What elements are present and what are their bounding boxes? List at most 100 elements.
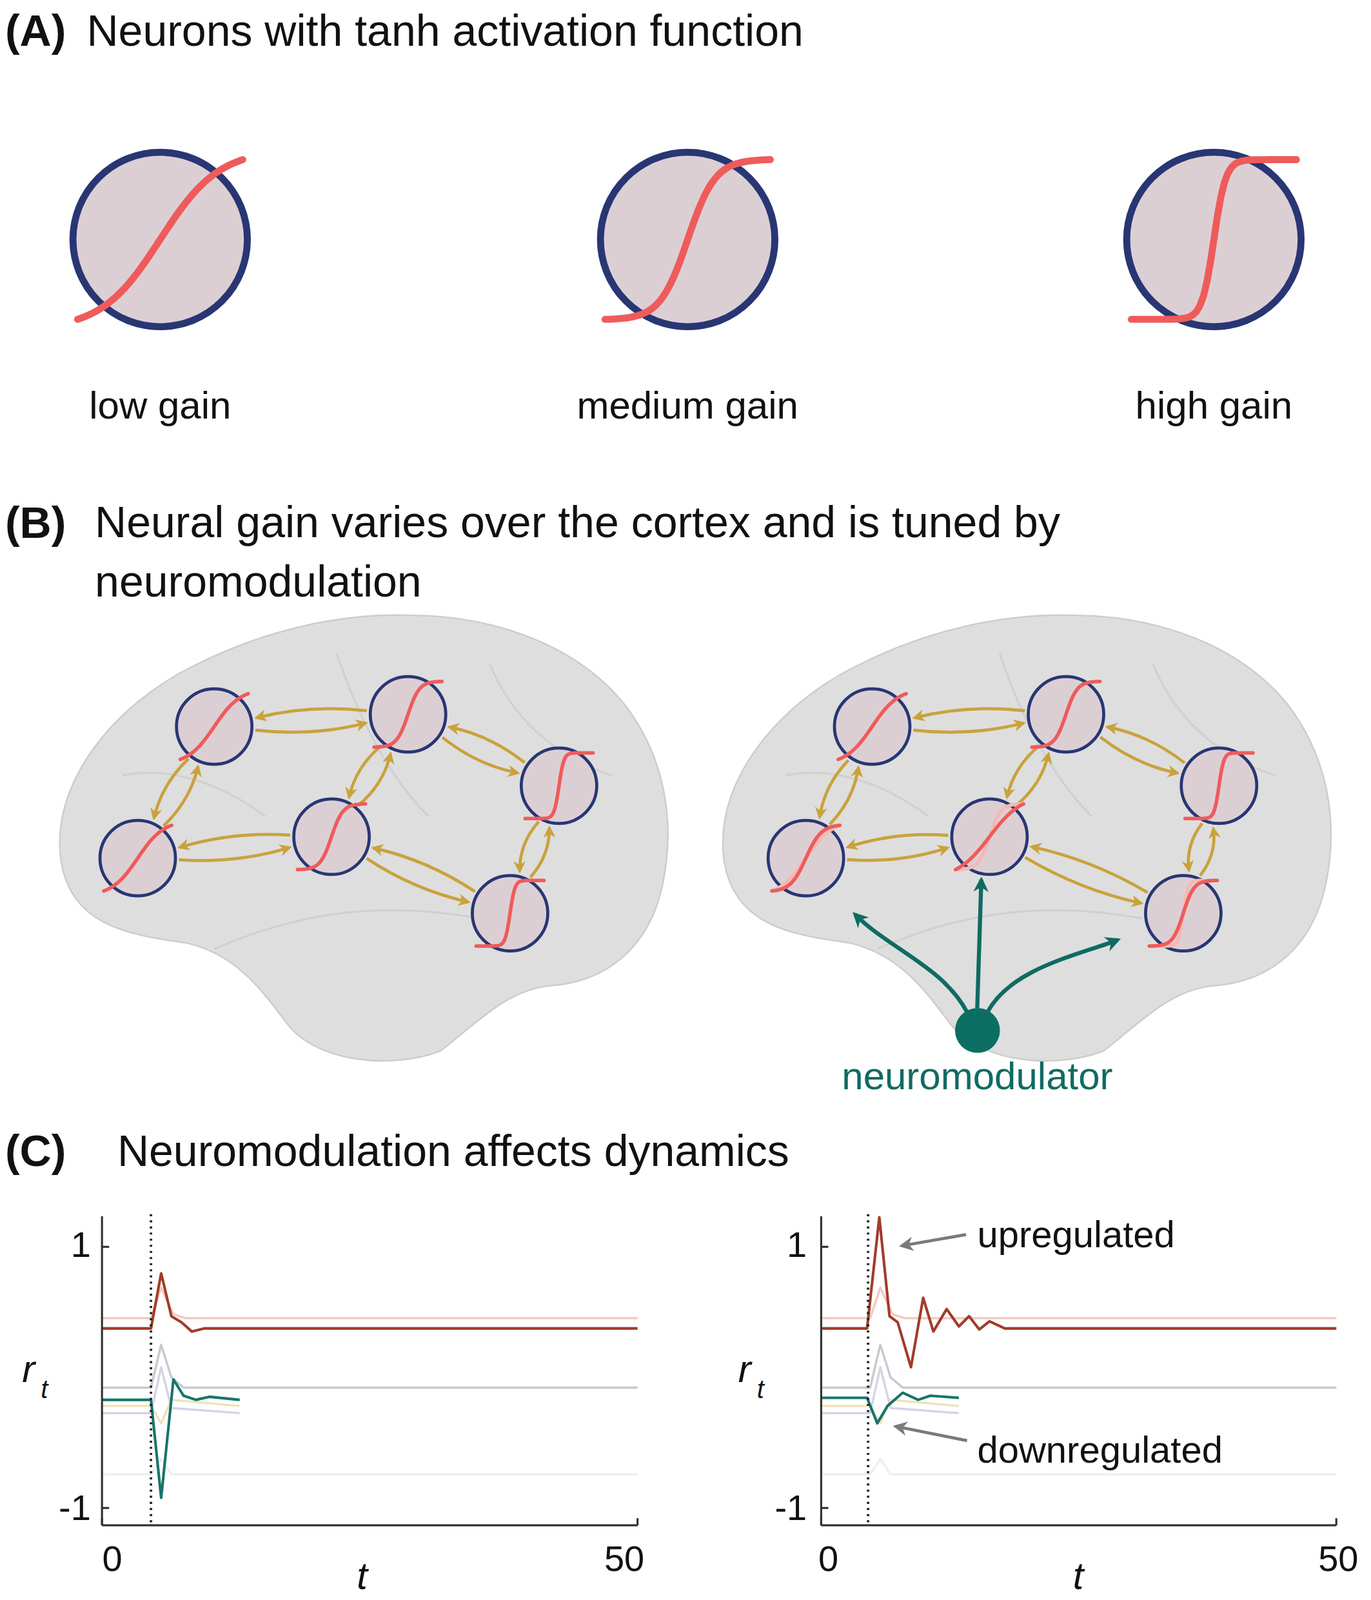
chart-axes bbox=[101, 1216, 638, 1526]
y-tick bbox=[101, 1245, 109, 1248]
axis-title: t bbox=[356, 1554, 368, 1598]
neuron-circle bbox=[1126, 152, 1301, 327]
trace-red bbox=[101, 1272, 638, 1332]
axis-subscript: t bbox=[757, 1374, 765, 1404]
coupling-arrow bbox=[178, 847, 290, 861]
axis-tick-label: 50 bbox=[1318, 1538, 1359, 1579]
coupling-arrow bbox=[1100, 737, 1178, 774]
x-tick bbox=[636, 1518, 639, 1526]
panel-letter: (A) bbox=[5, 6, 66, 55]
coupling-arrow bbox=[1007, 745, 1040, 798]
axis-tick-label: 1 bbox=[786, 1224, 807, 1265]
axis-tick-label: 0 bbox=[818, 1538, 839, 1579]
trace-teal bbox=[820, 1392, 959, 1424]
y-axis bbox=[101, 1216, 104, 1526]
x-tick bbox=[101, 1518, 104, 1526]
coupling-arrow bbox=[154, 759, 189, 819]
axis-tick-label: -1 bbox=[774, 1487, 807, 1528]
y-axis bbox=[820, 1216, 823, 1526]
coupling-arrow bbox=[255, 722, 366, 732]
neuron-circle bbox=[370, 676, 446, 752]
coupling-arrow bbox=[358, 753, 391, 806]
x-axis bbox=[101, 1524, 638, 1527]
coupling-arrow bbox=[530, 828, 549, 878]
neuron-circle bbox=[768, 820, 844, 896]
neuron-shape bbox=[1122, 147, 1306, 332]
activation-curve bbox=[297, 804, 365, 870]
y-tick bbox=[820, 1507, 829, 1510]
annotation: upregulated bbox=[976, 1213, 1175, 1255]
coupling-arrow bbox=[913, 722, 1024, 732]
activation-curve bbox=[771, 825, 840, 892]
axis-title: r bbox=[738, 1347, 752, 1391]
activation-curve bbox=[955, 804, 1024, 870]
coupling-arrow bbox=[256, 708, 367, 718]
source-label: neuromodulator bbox=[841, 1053, 1113, 1099]
neuron-circle bbox=[99, 820, 176, 896]
brain-surface bbox=[722, 615, 1332, 1061]
neuron-shape bbox=[595, 147, 780, 332]
neuron-circle bbox=[521, 748, 597, 824]
coupling-arrow bbox=[348, 745, 382, 798]
axis-subscript: t bbox=[40, 1374, 48, 1404]
annotation: downregulated bbox=[976, 1429, 1223, 1471]
axis-title: t bbox=[1073, 1554, 1085, 1598]
panel-letter: (B) bbox=[5, 497, 66, 547]
neuron-circle bbox=[1145, 875, 1221, 952]
coupling-arrow bbox=[1200, 828, 1214, 876]
brain-outline bbox=[59, 615, 669, 1061]
coupling-arrow bbox=[442, 737, 518, 773]
activation-curve bbox=[1031, 681, 1100, 748]
y-tick bbox=[820, 1245, 829, 1248]
panel-heading: Neural gain varies over the cortex and i… bbox=[94, 492, 1360, 612]
background-trace bbox=[101, 1458, 638, 1475]
background-trace bbox=[820, 1344, 1337, 1388]
source-dot bbox=[955, 1007, 1001, 1054]
gain-label: low gain bbox=[88, 383, 231, 428]
previous-activation-curve bbox=[1149, 880, 1217, 947]
gain-label: high gain bbox=[1135, 383, 1293, 428]
background-trace bbox=[820, 1287, 1337, 1319]
coupling-arrow bbox=[1107, 726, 1185, 763]
activation-curve bbox=[1185, 752, 1253, 819]
x-tick bbox=[1335, 1518, 1338, 1526]
brain-outline bbox=[722, 615, 1332, 1061]
neuron-circle bbox=[834, 688, 910, 765]
modulation-arrow bbox=[855, 914, 968, 1013]
coupling-arrow bbox=[366, 858, 469, 903]
brain-surface bbox=[59, 615, 669, 1061]
neuromodulator-source: neuromodulator bbox=[955, 1007, 1001, 1054]
coupling-arrow bbox=[1031, 846, 1148, 893]
activation-curve bbox=[475, 880, 544, 947]
panel-heading: Neuromodulation affects dynamics bbox=[117, 1126, 790, 1175]
coupling-arrow bbox=[449, 726, 525, 763]
panel-heading: Neurons with tanh activation function bbox=[86, 6, 803, 55]
activation-curve bbox=[103, 825, 172, 892]
coupling-arrow bbox=[914, 708, 1025, 718]
modulation-arrow bbox=[987, 939, 1118, 1012]
coupling-arrow bbox=[1188, 823, 1203, 871]
neuron-node: high gain bbox=[1122, 147, 1306, 332]
background-trace bbox=[101, 1287, 638, 1319]
previous-activation-curve bbox=[771, 825, 840, 892]
activation-curve bbox=[374, 681, 442, 748]
coupling-arrow bbox=[829, 767, 859, 825]
axis-tick-label: 0 bbox=[101, 1538, 122, 1579]
background-trace bbox=[820, 1367, 959, 1413]
neuron-node: medium gain bbox=[595, 147, 780, 332]
activation-curve bbox=[604, 159, 770, 320]
x-axis bbox=[820, 1524, 1337, 1527]
coupling-arrow bbox=[848, 834, 949, 848]
previous-activation-curve bbox=[955, 804, 1024, 870]
neuron-circle bbox=[600, 152, 775, 327]
coupling-arrow bbox=[163, 766, 198, 827]
coupling-arrow bbox=[847, 848, 948, 861]
activation-curve bbox=[180, 693, 249, 760]
modulation-arrow bbox=[976, 879, 981, 1008]
axis-tick-label: -1 bbox=[58, 1487, 91, 1528]
gain-label: medium gain bbox=[576, 383, 799, 428]
source-dot bbox=[955, 1007, 1001, 1054]
axis-tick-label: 50 bbox=[604, 1538, 645, 1579]
brain-sulcus bbox=[214, 909, 480, 949]
